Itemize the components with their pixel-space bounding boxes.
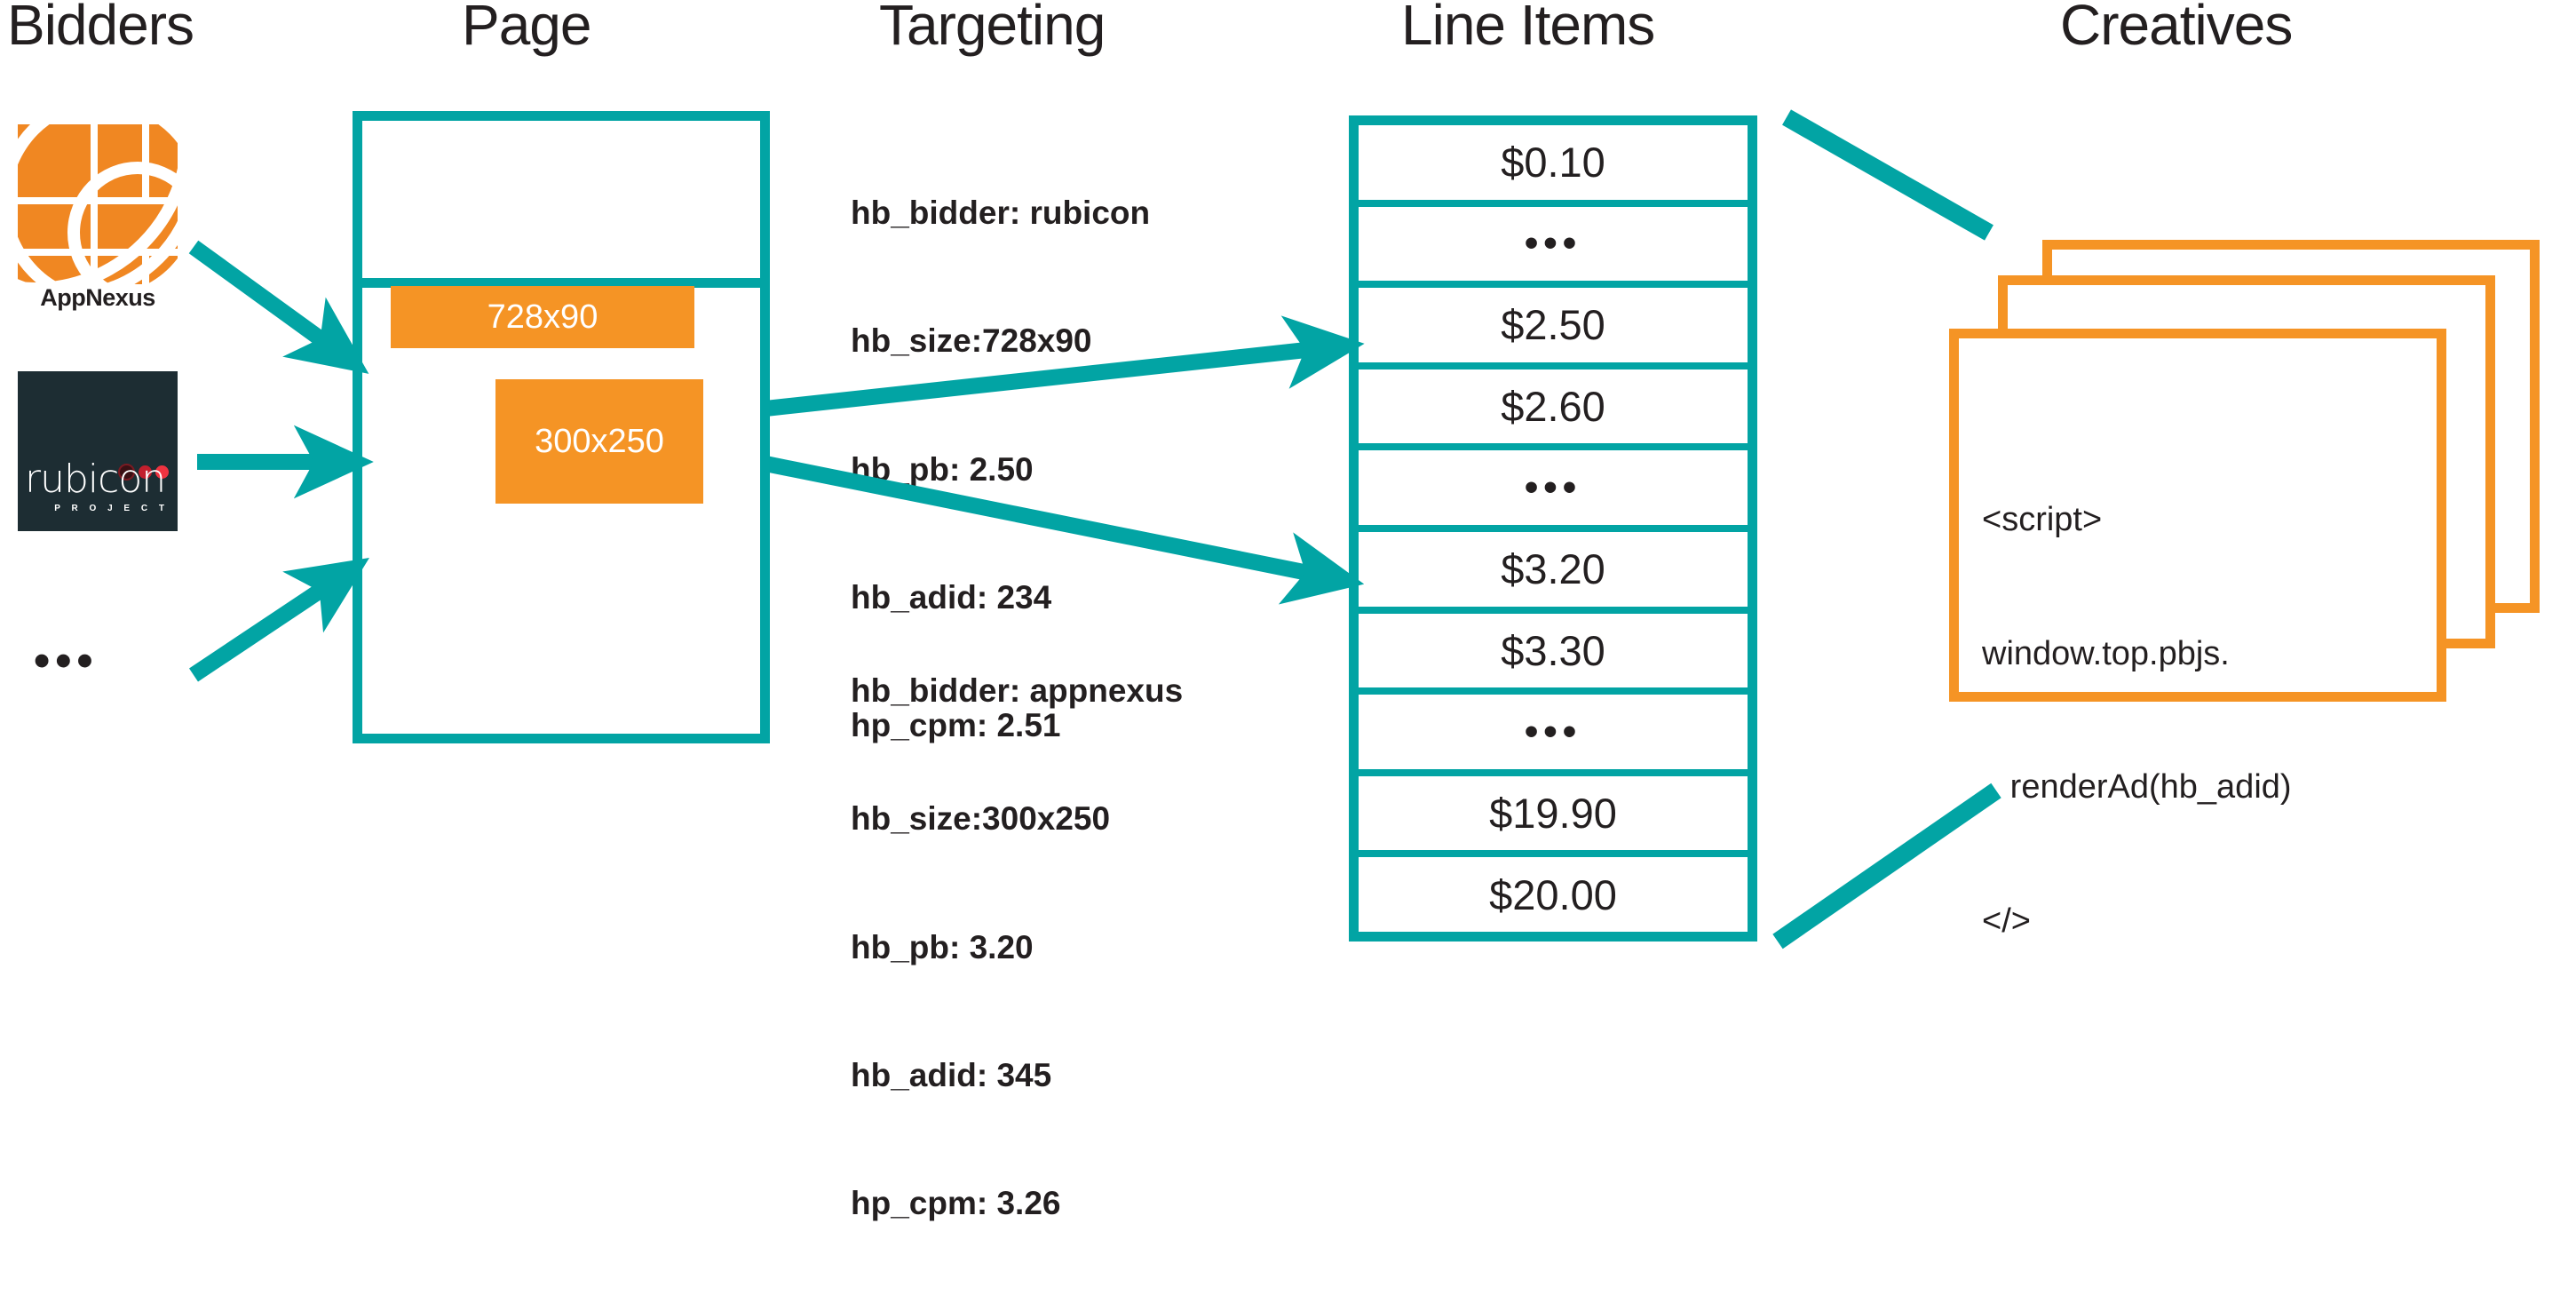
targeting-line: hp_cpm: 2.51 (851, 707, 1061, 744)
line-lineitems-top-to-creatives (1782, 109, 1993, 241)
creative-code-line: renderAd(hb_adid) (1982, 768, 2292, 806)
targeting-line: hb_pb: 3.20 (851, 928, 1034, 965)
creative-code-line: window.top.pbjs. (1982, 634, 2230, 672)
line-item-row[interactable]: $20.00 (1489, 870, 1617, 918)
targeting-line: hb_adid: 345 (851, 1057, 1052, 1094)
diagram-canvas: Bidders Page Targeting Line Items Creati… (7, 0, 2540, 1221)
line-item-row[interactable]: $2.50 (1359, 288, 1748, 369)
targeting-line: hp_cpm: 3.26 (851, 1185, 1061, 1222)
column-heading-creatives: Creatives (2060, 0, 2293, 57)
targeting-keys-appnexus: hb_bidder: appnexus hb_size:300x250 hb_p… (851, 584, 1183, 1311)
line-lineitems-bottom-to-creatives (1772, 783, 2001, 949)
targeting-line: hb_size:728x90 (851, 322, 1092, 360)
appnexus-wordmark: AppNexus (40, 284, 155, 311)
column-heading-bidders: Bidders (7, 0, 194, 57)
line-item-row[interactable]: $2.60 (1359, 369, 1748, 451)
column-heading-page: Page (462, 0, 591, 57)
line-item-row[interactable]: $19.90 (1359, 776, 1748, 858)
line-item-row[interactable]: $3.20 (1359, 532, 1748, 614)
column-heading-targeting: Targeting (879, 0, 1106, 57)
arrow-other-to-page (189, 558, 369, 682)
line-item-row[interactable]: $3.30 (1359, 614, 1748, 695)
line-item-row[interactable]: $0.10 (1359, 125, 1748, 207)
creative-code-line: <script> (1982, 501, 2103, 539)
rubicon-project-logo-icon: rubicon P R O J E C T (18, 371, 178, 531)
appnexus-logo-icon (18, 124, 178, 284)
creative-code-line: </> (1982, 902, 2031, 940)
rubicon-wordmark: rubicon (25, 457, 166, 502)
creative-card-front[interactable] (1949, 329, 2446, 702)
creative-code-snippet: <script> window.top.pbjs. renderAd(hb_ad… (1982, 409, 2444, 1032)
targeting-line: hb_size:300x250 (851, 800, 1111, 838)
ad-slot-728x90[interactable]: 728x90 (391, 286, 694, 348)
ad-slot-300x250[interactable]: 300x250 (495, 379, 703, 504)
targeting-line: hb_bidder: rubicon (851, 195, 1151, 232)
line-items-list: $0.10 ••• $2.50 $2.60 ••• $3.20 $3.30 ••… (1349, 115, 1757, 942)
page-header-divider (353, 278, 770, 288)
rubicon-sub-wordmark: P R O J E C T (54, 504, 169, 513)
arrow-appnexus-to-page (188, 240, 369, 374)
targeting-line: hb_pb: 2.50 (851, 450, 1034, 488)
rubicon-dots-icon (115, 464, 169, 481)
targeting-line: hb_bidder: appnexus (851, 672, 1184, 710)
line-item-row: ••• (1359, 695, 1748, 776)
column-heading-line-items: Line Items (1401, 0, 1655, 57)
bidders-more-indicator: ••• (34, 635, 99, 687)
line-item-row: ••• (1359, 207, 1748, 289)
line-item-row: ••• (1359, 450, 1748, 532)
